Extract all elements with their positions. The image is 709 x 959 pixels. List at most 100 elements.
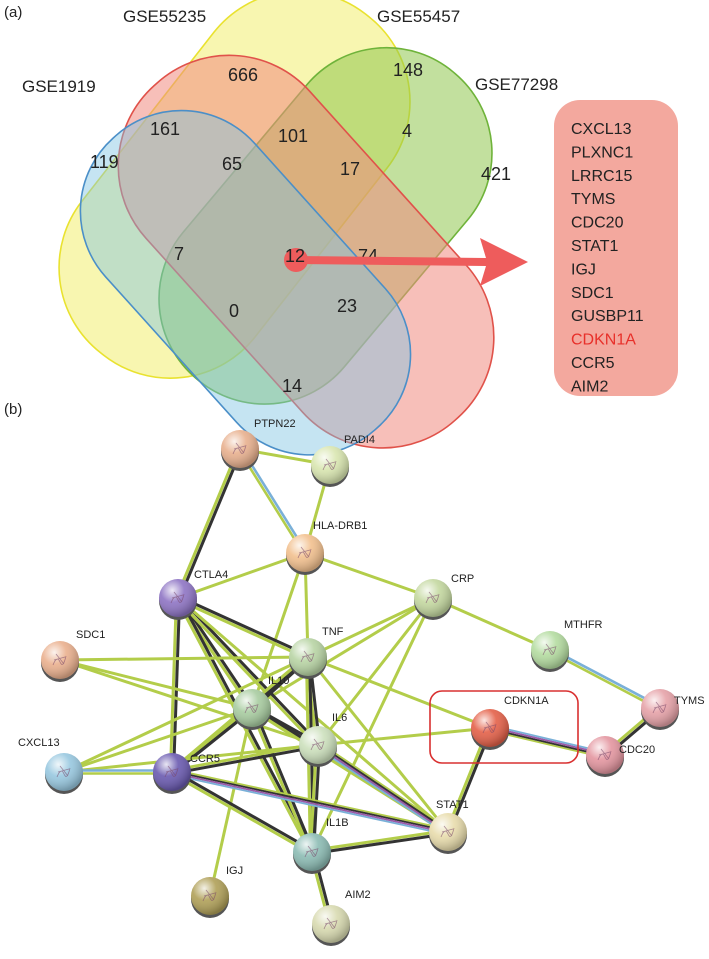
node-label: MTHFR bbox=[564, 619, 603, 631]
node-mthfr[interactable]: MTHFR bbox=[531, 619, 603, 672]
edge-cdc20-cdkn1a bbox=[489, 726, 607, 756]
node-cdc20[interactable]: CDC20 bbox=[586, 736, 655, 777]
node-label: SDC1 bbox=[76, 629, 105, 641]
edge-il10-il1b bbox=[251, 705, 315, 853]
node-cxcl13[interactable]: CXCL13 bbox=[18, 737, 83, 794]
node-sdc1[interactable]: SDC1 bbox=[41, 629, 105, 682]
node-shine bbox=[286, 534, 324, 572]
edge-mthfr-tyms bbox=[548, 650, 661, 711]
node-ptpn22[interactable]: PTPN22 bbox=[221, 418, 296, 471]
node-label: IL1B bbox=[326, 817, 349, 829]
edge-il10-il1b bbox=[249, 707, 313, 855]
gene-list-item: AIM2 bbox=[571, 378, 608, 395]
count-region: 4 bbox=[402, 121, 412, 141]
edge-crp-tnf bbox=[306, 596, 435, 659]
center-arrow: 12 bbox=[284, 238, 528, 286]
node-label: CRP bbox=[451, 573, 474, 585]
edge-cdc20-cdkn1a bbox=[488, 729, 606, 759]
edge-il6-ccr5 bbox=[170, 745, 320, 776]
node-shine bbox=[429, 813, 467, 851]
edge-stat1-il1b bbox=[310, 832, 450, 856]
panel-a: (a) GSE1919 GSE55235 GSE55457 GSE77298 6… bbox=[4, 0, 678, 456]
node-stat1[interactable]: STAT1 bbox=[429, 799, 469, 854]
edge-il6-stat1 bbox=[317, 743, 450, 833]
node-il6[interactable]: IL6 bbox=[299, 712, 347, 767]
gene-list-item: CDC20 bbox=[571, 215, 624, 232]
protein-structure-glyph bbox=[542, 643, 557, 656]
edge-ccr5-stat1 bbox=[171, 770, 450, 833]
protein-structure-glyph bbox=[652, 701, 667, 714]
node-crp[interactable]: CRP bbox=[414, 573, 474, 620]
edge-crp-il6 bbox=[316, 596, 435, 747]
node-shine bbox=[191, 877, 229, 915]
node-aim2[interactable]: AIM2 bbox=[312, 889, 371, 946]
venn-set-gse55235 bbox=[117, 54, 495, 449]
protein-structure-glyph bbox=[202, 889, 217, 902]
protein-structure-glyph bbox=[322, 458, 337, 471]
highlight-box-cdkn1a bbox=[429, 690, 579, 764]
edge-stat1-il1b bbox=[310, 828, 450, 852]
node-hla-drb1[interactable]: HLA-DRB1 bbox=[286, 520, 367, 575]
edge-ctla4-ccr5 bbox=[168, 596, 178, 774]
gene-list-item: CXCL13 bbox=[571, 121, 632, 138]
node-il1b[interactable]: IL1B bbox=[293, 817, 349, 874]
venn-diagram bbox=[58, 0, 495, 456]
count-region: 7 bbox=[174, 244, 184, 264]
node-il10[interactable]: IL10 bbox=[233, 675, 289, 730]
count-region: 148 bbox=[393, 60, 423, 80]
node-label: PADI4 bbox=[344, 434, 375, 446]
node-shine bbox=[312, 905, 350, 943]
node-label: TNF bbox=[322, 626, 344, 638]
edge-il6-cxcl13 bbox=[62, 743, 320, 774]
protein-structure-glyph bbox=[232, 442, 247, 455]
count-region: 14 bbox=[282, 376, 302, 396]
gene-list-item: CDKN1A bbox=[571, 332, 636, 349]
count-region: 65 bbox=[222, 154, 242, 174]
edge-crp-mthfr bbox=[431, 596, 552, 652]
edge-tnf-cxcl13 bbox=[62, 655, 310, 774]
node-label: HLA-DRB1 bbox=[313, 520, 367, 532]
node-shine bbox=[299, 726, 337, 764]
panel-b-label: (b) bbox=[4, 401, 22, 418]
edge-sdc1-il6 bbox=[58, 658, 320, 747]
node-igj[interactable]: IGJ bbox=[191, 865, 243, 918]
node-cdkn1a[interactable]: CDKN1A bbox=[471, 695, 549, 750]
node-label: CXCL13 bbox=[18, 737, 60, 749]
node-shine bbox=[41, 641, 79, 679]
protein-structure-glyph bbox=[244, 701, 259, 714]
node-shine bbox=[586, 736, 624, 774]
protein-structure-glyph bbox=[297, 546, 312, 559]
protein-structure-glyph bbox=[440, 825, 455, 838]
count-region: 0 bbox=[229, 301, 239, 321]
node-label: IL6 bbox=[332, 712, 347, 724]
protein-structure-glyph bbox=[170, 591, 185, 604]
protein-structure-glyph bbox=[323, 917, 338, 930]
node-shine bbox=[311, 446, 349, 484]
edge-ctla4-ccr5 bbox=[172, 596, 182, 774]
protein-structure-glyph bbox=[304, 845, 319, 858]
node-shine bbox=[531, 631, 569, 669]
node-tnf[interactable]: TNF bbox=[289, 626, 344, 679]
edge-ctla4-tnf bbox=[175, 597, 309, 660]
node-ctla4[interactable]: CTLA4 bbox=[159, 569, 228, 620]
node-ccr5[interactable]: CCR5 bbox=[153, 753, 220, 794]
node-shine bbox=[289, 638, 327, 676]
protein-structure-glyph bbox=[597, 748, 612, 761]
gene-list-item: PLXNC1 bbox=[571, 144, 633, 161]
gene-list-box: CXCL13PLXNC1LRRC15TYMSCDC20STAT1IGJSDC1G… bbox=[554, 100, 678, 396]
edge-ctla4-il6 bbox=[177, 595, 321, 746]
edge-ccr5-stat1 bbox=[171, 768, 450, 831]
edge-cdc20-cdkn1a bbox=[488, 727, 606, 757]
node-tyms[interactable]: TYMS bbox=[641, 689, 705, 730]
protein-structure-glyph bbox=[56, 765, 71, 778]
set-label-gse55457: GSE55457 bbox=[377, 7, 460, 26]
node-label: TYMS bbox=[674, 695, 705, 707]
edge-ccr5-il1b bbox=[169, 771, 313, 855]
edge-ptpn22-ctla4 bbox=[177, 448, 243, 601]
edge-ccr5-stat1 bbox=[170, 773, 449, 836]
edge-il6-ccr5 bbox=[170, 741, 320, 772]
node-padi4[interactable]: PADI4 bbox=[311, 434, 375, 487]
